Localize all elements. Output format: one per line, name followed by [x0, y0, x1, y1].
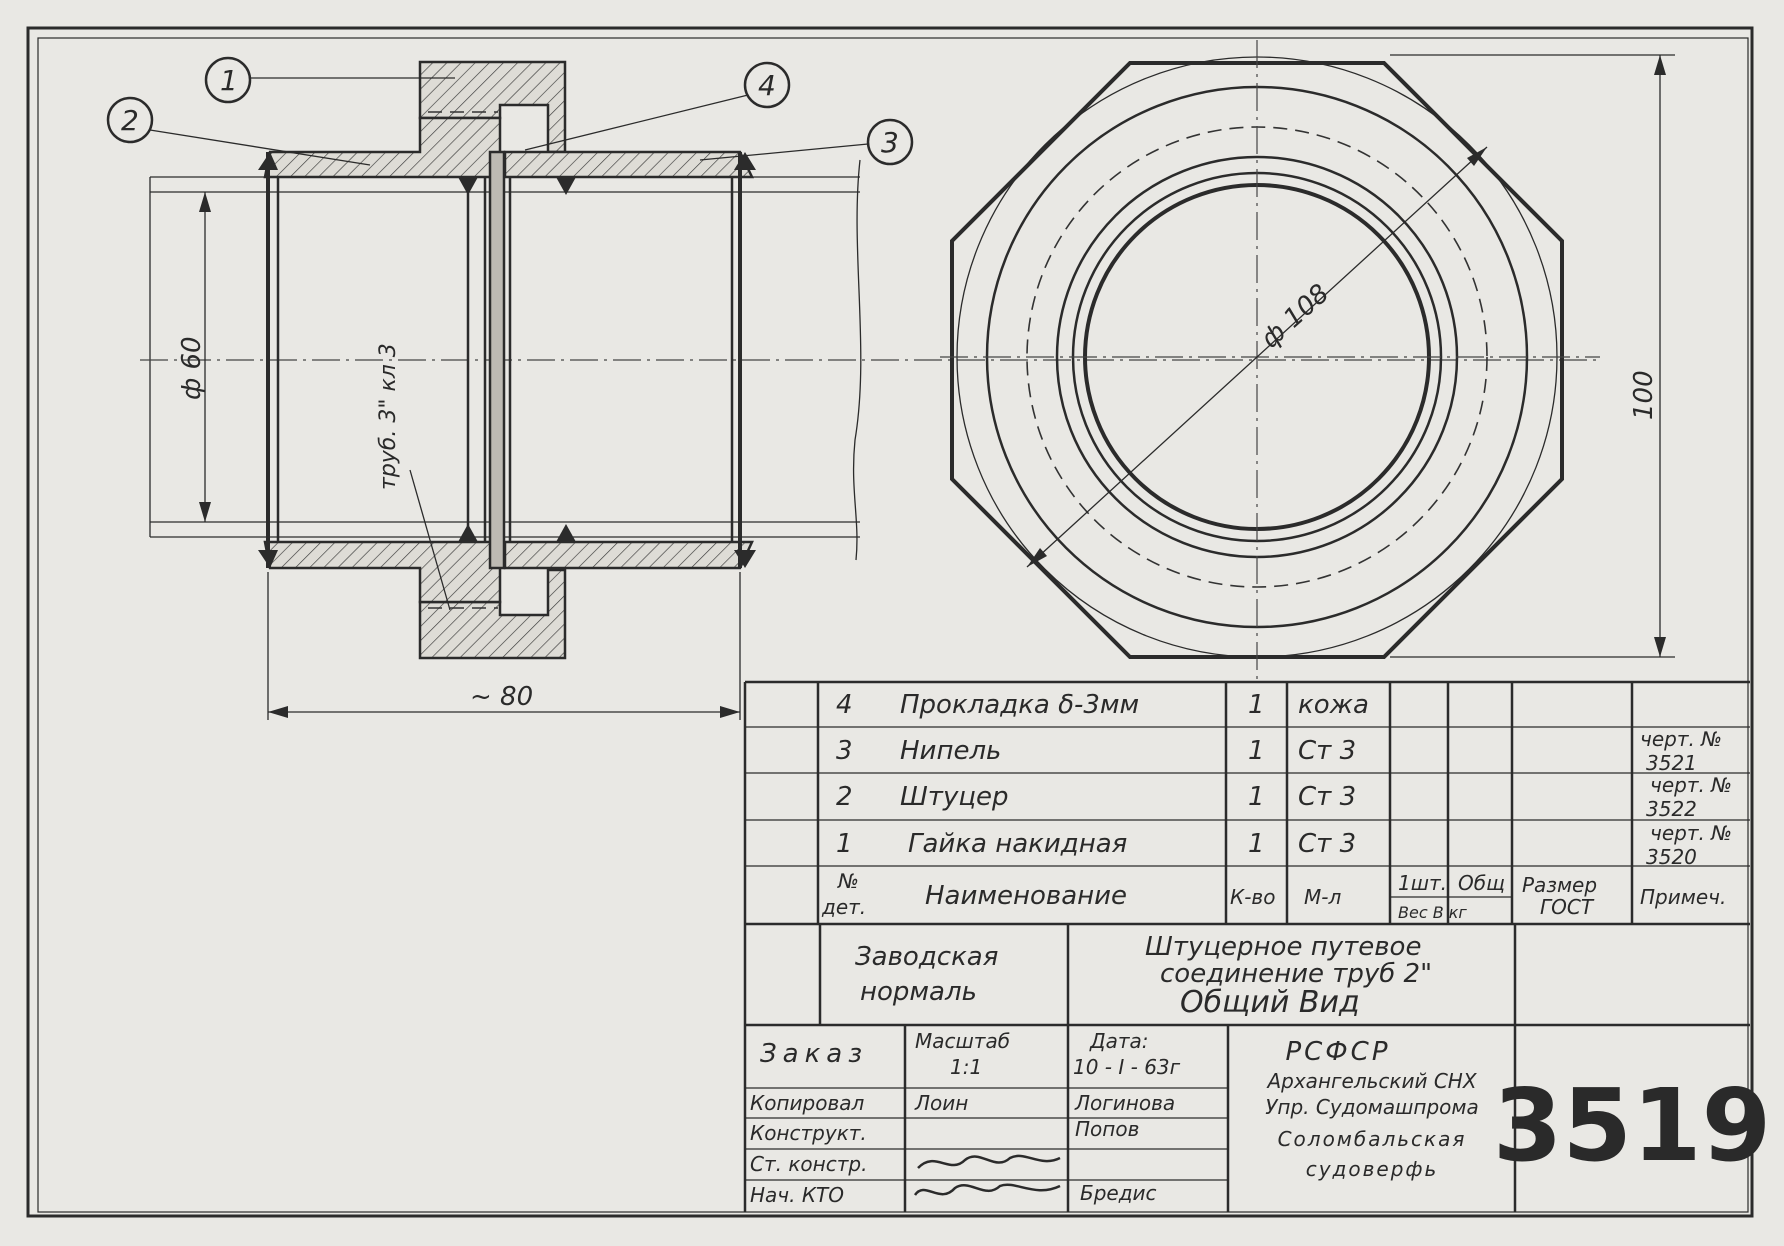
- callout-4: 4: [758, 69, 776, 102]
- across-flats-label: 100: [1629, 370, 1659, 420]
- callout-2: 2: [121, 104, 139, 137]
- row-1-name: Гайка накидная: [908, 829, 1127, 859]
- row-3-name: Нипель: [900, 736, 1001, 766]
- header-weight-total: Общ: [1458, 871, 1505, 895]
- header-material: М-л: [1304, 885, 1341, 909]
- org-line-1: РСФСР: [1285, 1037, 1390, 1067]
- row-1-no: 1: [836, 829, 853, 859]
- row-3-note-1: черт. №: [1640, 727, 1722, 751]
- header-qty: К-во: [1230, 885, 1275, 909]
- role-head-kto: Нач. КТО: [750, 1183, 844, 1207]
- signature-copied: Лоин: [914, 1091, 968, 1115]
- header-size-2: ГОСТ: [1540, 895, 1595, 919]
- row-1-material: Ст 3: [1298, 829, 1356, 859]
- header-name: Наименование: [925, 881, 1127, 911]
- length-label: ~ 80: [470, 682, 533, 712]
- parts-list: 4 Прокладка δ-3мм 1 кожа 3 Нипель 1 Ст 3…: [821, 690, 1732, 922]
- end-view: [940, 40, 1675, 680]
- role-senior-designer: Ст. констр.: [750, 1152, 867, 1176]
- row-3-note-2: 3521: [1646, 751, 1697, 775]
- org-line-4: Соломбальская: [1278, 1127, 1467, 1151]
- name-copied: Логинова: [1074, 1091, 1175, 1115]
- row-3-no: 3: [836, 736, 853, 766]
- org-line-2: Архангельский СНХ: [1265, 1069, 1477, 1093]
- header-size-1: Размер: [1522, 873, 1597, 897]
- row-2-qty: 1: [1248, 782, 1265, 812]
- name-head-kto: Бредис: [1080, 1181, 1157, 1205]
- row-2-note-1: черт. №: [1650, 773, 1732, 797]
- order-label: Заказ: [760, 1039, 868, 1069]
- row-1-note-2: 3520: [1646, 845, 1697, 869]
- header-weight-1: 1шт.: [1398, 871, 1447, 895]
- role-copied: Копировал: [750, 1091, 864, 1115]
- row-4-no: 4: [836, 690, 853, 720]
- parts-list-grid: [743, 680, 1750, 1212]
- scale-value: 1:1: [950, 1055, 982, 1079]
- title-block: Заводская нормаль Штуцерное путевое соед…: [750, 932, 1771, 1207]
- title-line-2: соединение труб 2": [1160, 959, 1432, 989]
- dia-60-label: ф 60: [177, 336, 207, 400]
- org-line-5: судоверфь: [1306, 1157, 1439, 1181]
- row-2-no: 2: [836, 782, 853, 812]
- signature-head-kto: [913, 1183, 1061, 1196]
- date-value: 10 - I - 63г: [1073, 1055, 1181, 1079]
- name-designer: Попов: [1075, 1117, 1139, 1141]
- frame-inner: [37, 37, 1749, 1213]
- header-no-1: №: [837, 869, 859, 893]
- title-line-1: Штуцерное путевое: [1145, 932, 1421, 962]
- signature-senior-designer: [917, 1154, 1061, 1169]
- callout-3: 3: [881, 126, 899, 159]
- standard-line-1: Заводская: [855, 942, 998, 972]
- drawing-number: 3519: [1493, 1067, 1771, 1184]
- row-2-name: Штуцер: [900, 782, 1009, 812]
- header-weight-label: Вес В кг: [1398, 903, 1467, 922]
- org-line-3: Упр. Судомашпрома: [1265, 1095, 1479, 1119]
- frame-outer: [26, 26, 1754, 1218]
- pipe-note-label: труб. 3" кл 3: [376, 343, 401, 490]
- header-note: Примеч.: [1640, 885, 1726, 909]
- date-label: Дата:: [1089, 1029, 1149, 1053]
- row-4-name: Прокладка δ-3мм: [900, 690, 1139, 720]
- row-2-note-2: 3522: [1646, 797, 1697, 821]
- row-4-qty: 1: [1248, 690, 1265, 720]
- row-2-material: Ст 3: [1298, 782, 1356, 812]
- row-3-material: Ст 3: [1298, 736, 1356, 766]
- title-line-3: Общий Вид: [1180, 985, 1360, 1020]
- section-view: [106, 56, 1600, 720]
- callout-1: 1: [220, 64, 238, 97]
- standard-line-2: нормаль: [860, 977, 977, 1007]
- row-4-material: кожа: [1298, 690, 1369, 720]
- row-3-qty: 1: [1248, 736, 1265, 766]
- scale-label: Масштаб: [915, 1029, 1010, 1053]
- role-designer: Конструкт.: [750, 1121, 867, 1145]
- row-1-qty: 1: [1248, 829, 1265, 859]
- title-block-grid: [745, 924, 1750, 1212]
- row-1-note-1: черт. №: [1650, 821, 1732, 845]
- header-no-2: дет.: [821, 895, 866, 919]
